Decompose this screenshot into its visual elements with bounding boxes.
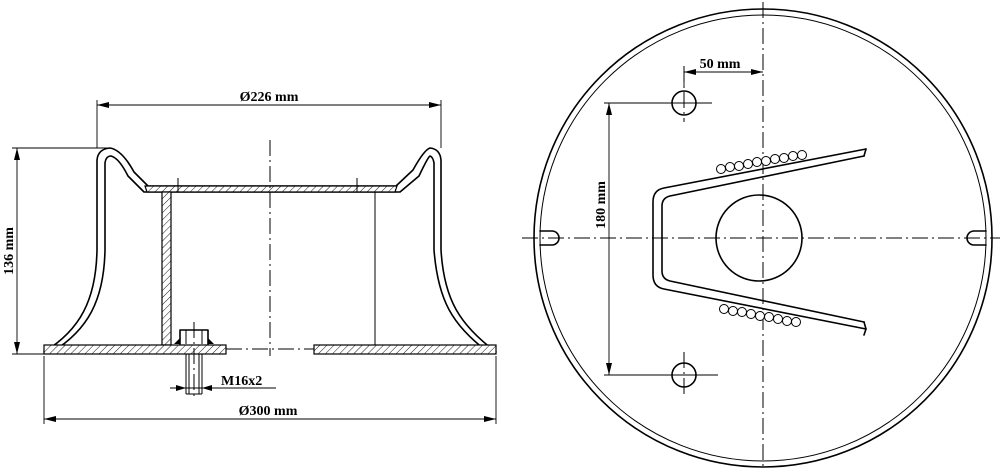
central-hole <box>715 194 803 282</box>
fork-end-bottom <box>863 321 867 330</box>
weld-beads-top <box>716 150 807 174</box>
dim-height: 136 mm <box>2 227 17 275</box>
weld-beads-bottom <box>719 304 801 327</box>
dim-base-arrow-right <box>484 416 496 422</box>
plan-view: 50 mm 180 mm <box>522 2 1000 470</box>
weld-right <box>208 338 214 344</box>
notch-left <box>539 230 560 246</box>
fork-end-top <box>863 148 867 157</box>
fork-outer <box>652 148 867 336</box>
dim-thread-arrow-left <box>176 385 186 391</box>
dim-thread: M16x2 <box>221 374 262 389</box>
weld-left <box>174 338 180 344</box>
dim-height-arrow-bottom <box>14 342 20 354</box>
notch-right <box>966 230 987 246</box>
base-plate-right <box>313 344 497 355</box>
fork-inner <box>661 155 865 323</box>
base-plate-left <box>43 344 227 355</box>
side-view: Ø226 mm 136 mm M16x2 Ø300 mm <box>2 90 497 424</box>
dim-offset-arrow-right <box>751 69 763 75</box>
dim-base-diameter: Ø300 mm <box>239 404 298 419</box>
dim-thread-arrow-right <box>202 385 212 391</box>
dim-base-arrow-left <box>44 416 56 422</box>
dim-spacing-arrow-top <box>606 103 612 115</box>
dim-offset: 50 mm <box>700 57 741 72</box>
dim-top-arrow-right <box>429 102 441 108</box>
dim-spacing: 180 mm <box>594 181 609 229</box>
dim-spacing-arrow-bottom <box>606 363 612 375</box>
dim-top-diameter: Ø226 mm <box>240 90 299 105</box>
support-web <box>161 191 172 346</box>
dim-top-arrow-left <box>97 102 109 108</box>
dim-offset-arrow-left <box>684 69 696 75</box>
top-plate-section <box>144 185 398 193</box>
dim-height-arrow-top <box>14 148 20 160</box>
